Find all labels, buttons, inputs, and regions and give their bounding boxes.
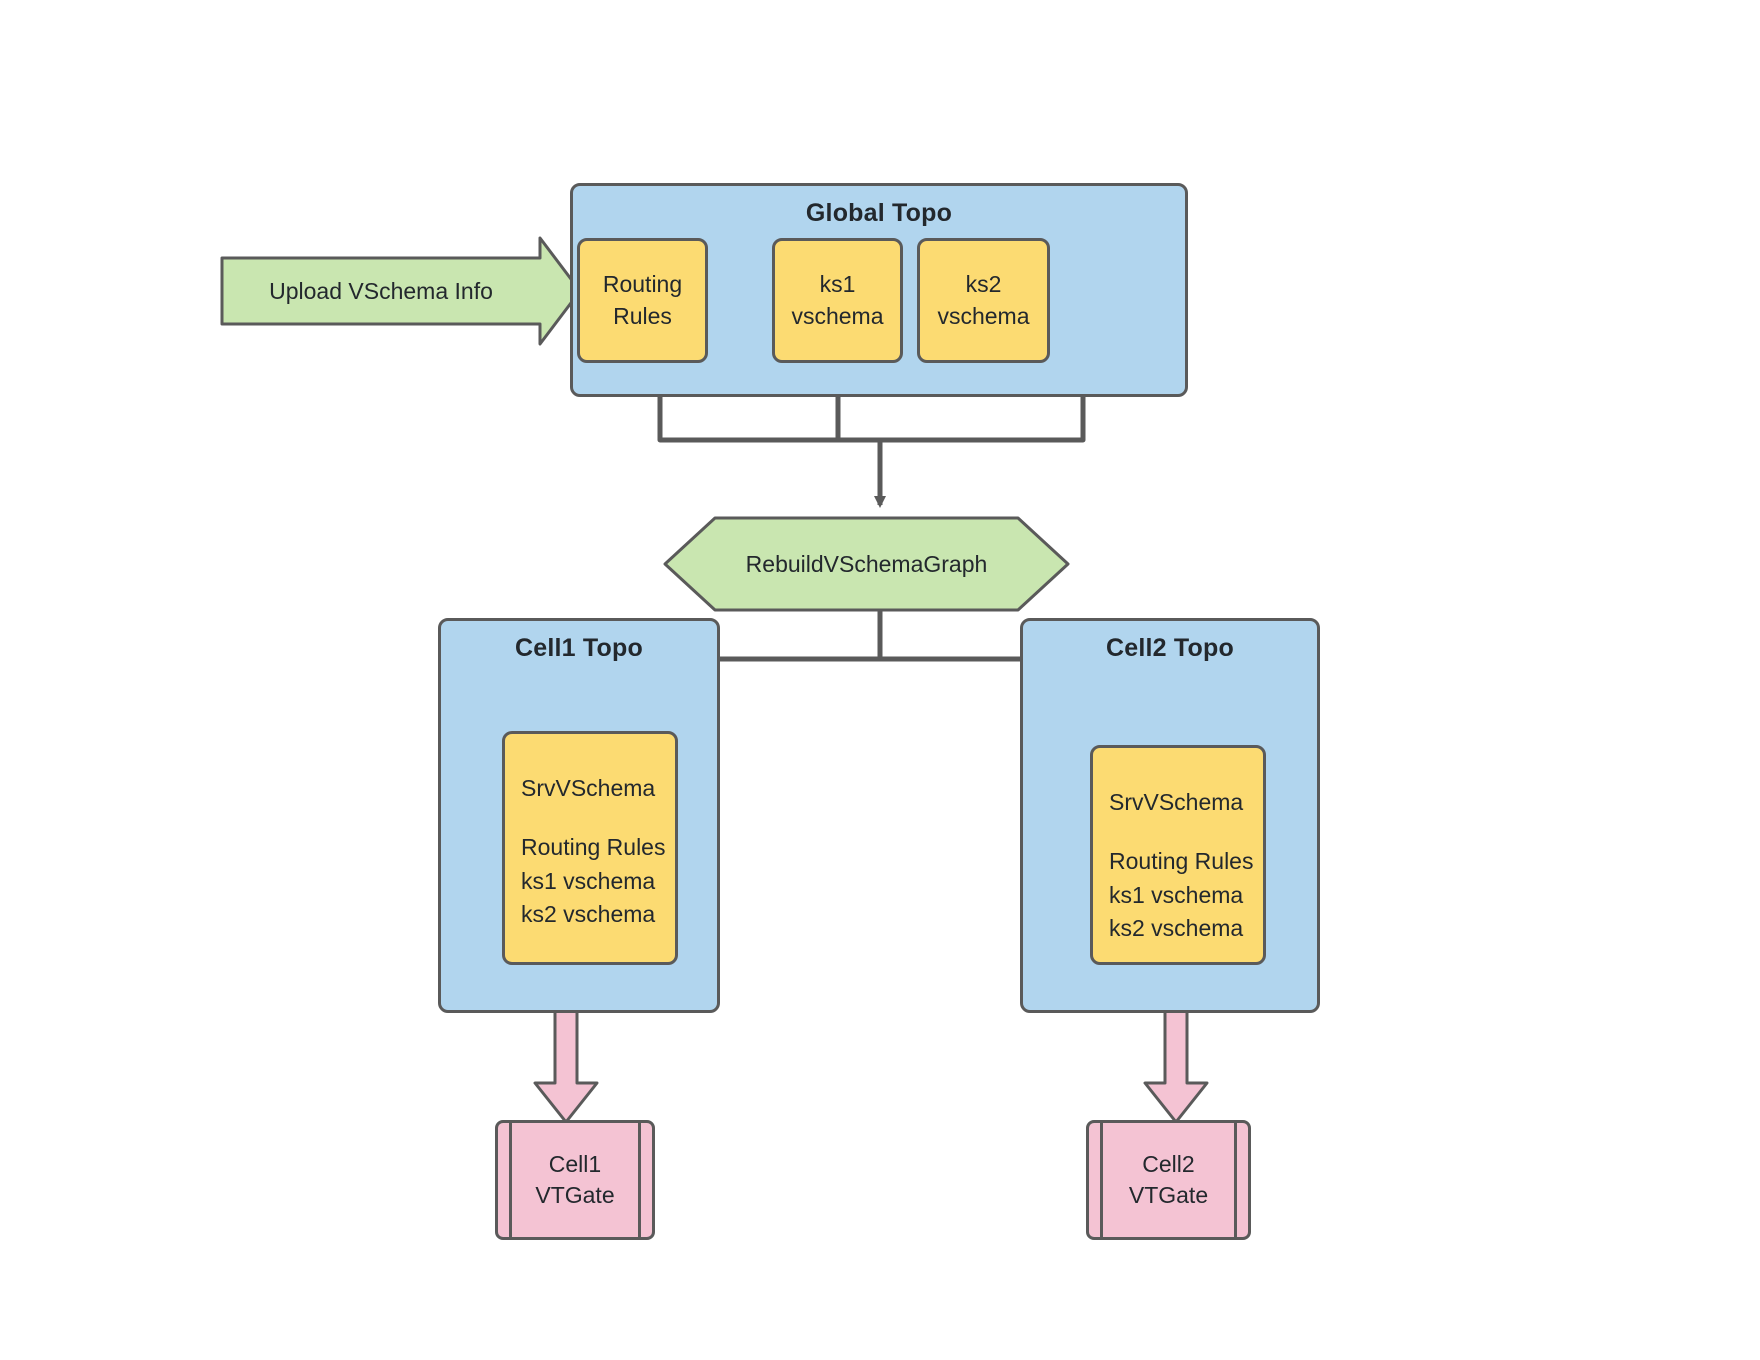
vtgate-right-bar <box>638 1123 641 1237</box>
cell2-srvvschema-line-2: ks1 vschema <box>1109 881 1244 908</box>
vtgate-left-bar <box>1100 1123 1103 1237</box>
cell2-srvvschema-heading: SrvVSchema <box>1109 789 1244 815</box>
ks1-vschema-line-1: ks1 <box>819 271 856 298</box>
global-topo-ks2-vschema[interactable]: ks2 vschema <box>917 238 1050 363</box>
routing-rules-line-1: Routing <box>602 271 683 298</box>
ks1-vschema-line-2: vschema <box>791 302 884 329</box>
cell2-vtgate-line-2: VTGate <box>1128 1182 1209 1208</box>
cell1-srvvschema-line-1: Routing Rules <box>521 834 666 861</box>
cell1-srvvschema-box[interactable]: SrvVSchema Routing Rules ks1 vschema ks2… <box>502 731 678 965</box>
cell2-srvvschema-line-1: Routing Rules <box>1109 848 1254 875</box>
rebuild-vschema-graph-hexagon <box>663 516 1070 612</box>
ks2-vschema-line-2: vschema <box>937 302 1030 329</box>
vtgate-left-bar <box>509 1123 512 1237</box>
cell2-srvvschema-line-3: ks2 vschema <box>1109 915 1244 942</box>
global-topo-routing-rules[interactable]: Routing Rules <box>577 238 708 363</box>
cell1-srvvschema-heading: SrvVSchema <box>521 775 656 801</box>
cell2-srvvschema-box[interactable]: SrvVSchema Routing Rules ks1 vschema ks2… <box>1090 745 1266 965</box>
cell1-vtgate-line-2: VTGate <box>535 1182 615 1208</box>
cell2-topo-title: Cell2 Topo <box>1106 634 1234 662</box>
routing-rules-line-2: Rules <box>613 302 672 329</box>
global-topo-ks1-vschema[interactable]: ks1 vschema <box>772 238 903 363</box>
cell1-srvvschema-line-3: ks2 vschema <box>521 901 656 928</box>
cell2-vtgate-box[interactable]: Cell2 VTGate <box>1086 1120 1251 1240</box>
cell1-topo-title: Cell1 Topo <box>515 634 643 662</box>
cell1-srvvschema-line-2: ks1 vschema <box>521 867 656 894</box>
upload-vschema-arrow <box>220 236 582 346</box>
vtgate-right-bar <box>1234 1123 1237 1237</box>
cell2-vtgate-line-1: Cell2 <box>1142 1150 1195 1177</box>
cell1-vtgate-box[interactable]: Cell1 VTGate <box>495 1120 655 1240</box>
cell1-vtgate-line-1: Cell1 <box>548 1150 602 1177</box>
ks2-vschema-line-1: ks2 <box>965 271 1002 298</box>
global-topo-title: Global Topo <box>805 199 953 227</box>
